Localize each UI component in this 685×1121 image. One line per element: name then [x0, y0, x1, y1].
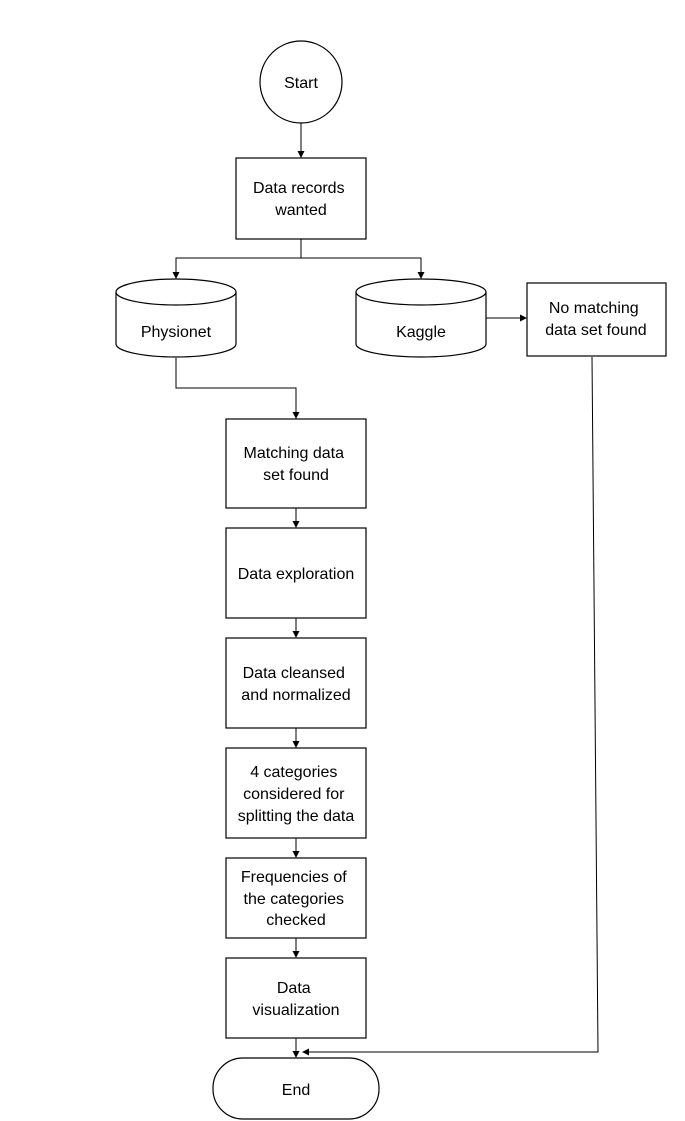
node-label-line: the categories	[244, 891, 345, 908]
arrowhead	[292, 851, 300, 858]
kaggle-database-node: Kaggle	[355, 278, 487, 358]
node-label-line: checked	[266, 912, 326, 929]
node-label-line: No matching	[549, 300, 639, 317]
categories-node: 4 categories considered for splitting th…	[225, 747, 367, 839]
arrowhead	[292, 951, 300, 958]
physionet-database-node: Physionet	[115, 278, 237, 358]
exploration-node: Data exploration	[225, 527, 367, 619]
node-label: Kaggle	[396, 324, 446, 341]
node-label-line: End	[282, 1082, 310, 1099]
node-label-line: wanted	[274, 202, 327, 219]
process-box	[225, 857, 367, 939]
start-node: Start	[259, 40, 343, 124]
node-label-line: Frequencies of	[241, 869, 347, 886]
edges	[172, 123, 599, 1058]
node-label: Physionet	[141, 324, 212, 341]
node-label-line: splitting the data	[238, 808, 355, 825]
process-box	[235, 157, 367, 240]
node-label-line: Data exploration	[238, 566, 355, 583]
no-match-node: No matching data set found	[526, 282, 667, 357]
node-label-line: visualization	[252, 1002, 339, 1019]
arrowhead	[292, 631, 300, 638]
node-label-line: considered for	[243, 786, 345, 803]
node-label: No matching data set found	[545, 300, 646, 339]
frequencies-node: Frequencies of the categories checked	[225, 857, 367, 939]
node-label-line: Physionet	[141, 324, 212, 341]
node-label-line: Data cleansed	[243, 665, 345, 682]
edge-physionet-to-match	[175, 358, 297, 412]
cleansed-node: Data cleansed and normalized	[225, 637, 367, 729]
edge-no-match-to-end	[309, 356, 599, 1053]
data-records-node: Data records wanted	[235, 157, 367, 240]
node-label-line: data set found	[545, 322, 646, 339]
arrowhead	[292, 1051, 300, 1058]
database-cylinder-body	[355, 292, 487, 358]
arrowhead	[297, 151, 305, 158]
process-box	[225, 418, 367, 509]
database-cylinder-top	[115, 278, 237, 306]
arrowhead	[302, 1048, 309, 1056]
node-label-line: and normalized	[241, 687, 350, 704]
match-found-node: Matching data set found	[225, 418, 367, 509]
arrowhead	[292, 741, 300, 748]
start-terminator	[259, 40, 343, 124]
arrowhead	[172, 272, 180, 279]
node-label: Data records wanted	[253, 180, 349, 219]
node-label: 4 categories considered for splitting th…	[238, 764, 355, 825]
node-label: Matching data set found	[244, 445, 349, 484]
node-label: Start	[284, 75, 318, 92]
node-label-line: Matching data	[244, 445, 345, 462]
end-node: End	[212, 1057, 380, 1120]
process-box	[225, 957, 367, 1039]
arrowhead	[520, 314, 527, 322]
arrowhead	[292, 521, 300, 528]
node-label-line: 4 categories	[250, 764, 337, 781]
node-label-line: Data records	[253, 180, 345, 197]
node-label: End	[282, 1082, 310, 1099]
end-terminator	[212, 1057, 380, 1120]
edge-data-records-split	[175, 239, 422, 272]
database-cylinder-top	[355, 278, 487, 306]
process-box	[526, 282, 667, 357]
node-label-line: Kaggle	[396, 324, 446, 341]
node-label: Data cleansed and normalized	[241, 665, 350, 704]
arrowhead	[292, 412, 300, 419]
process-box	[225, 747, 367, 839]
process-box	[225, 527, 367, 619]
process-box	[225, 637, 367, 729]
node-label-line: Start	[284, 75, 318, 92]
node-label-line: set found	[263, 467, 329, 484]
node-label-line: Data	[277, 980, 311, 997]
node-label: Data exploration	[238, 566, 355, 583]
visualization-node: Data visualization	[225, 957, 367, 1039]
arrowhead	[417, 272, 425, 279]
node-label: Data visualization	[252, 980, 339, 1019]
node-label: Frequencies of the categories checked	[241, 869, 351, 929]
database-cylinder-body	[115, 292, 237, 358]
